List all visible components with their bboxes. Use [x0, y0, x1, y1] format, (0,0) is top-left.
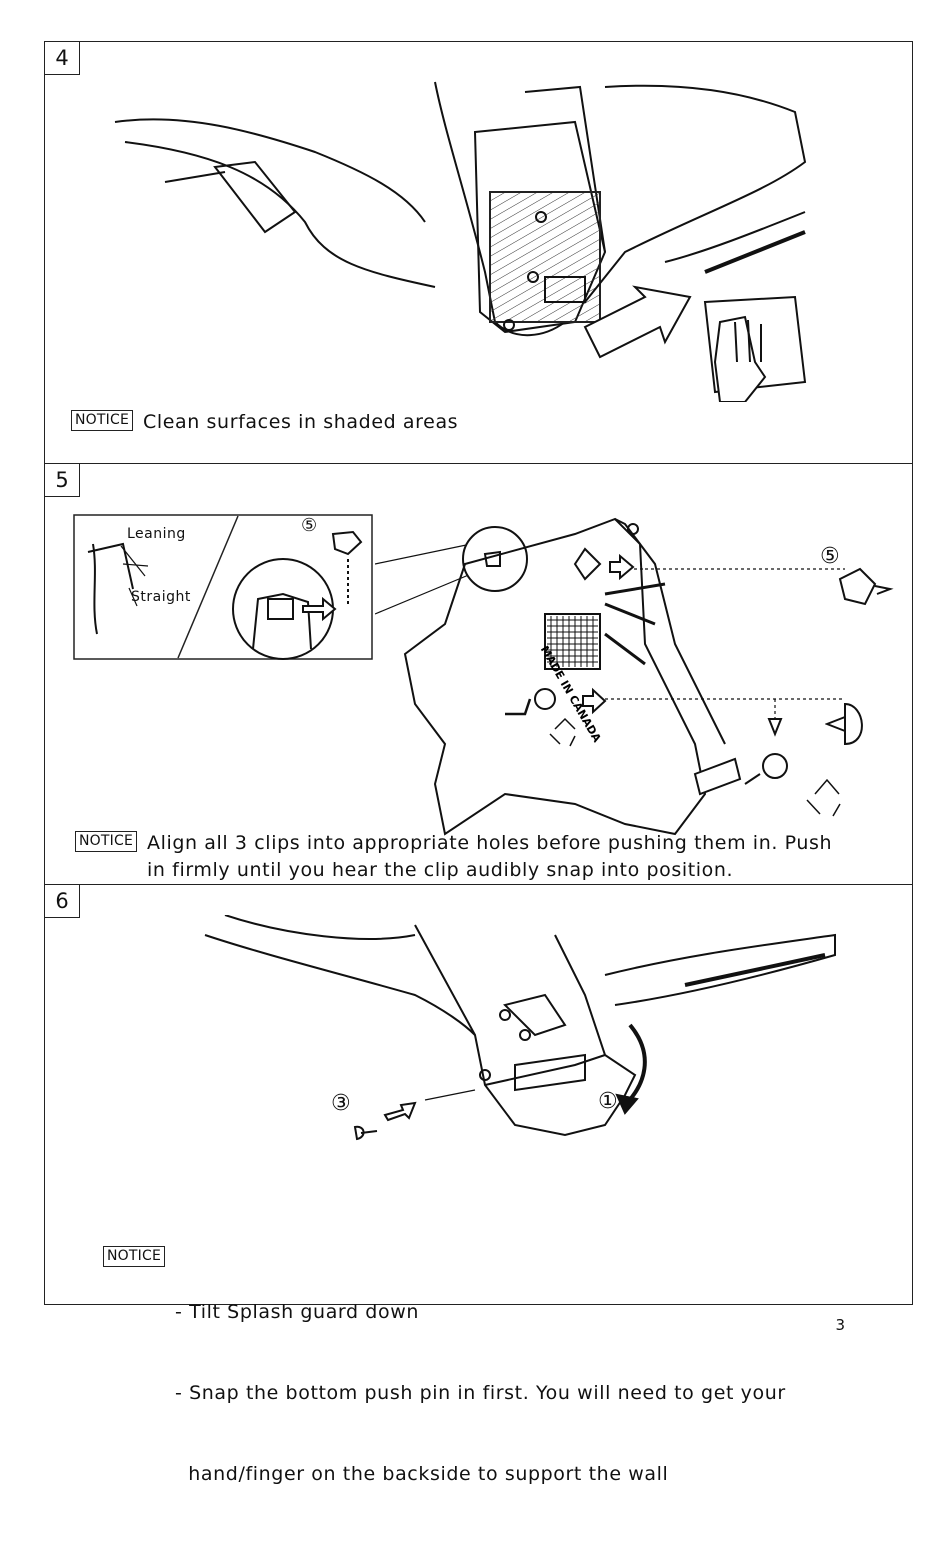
step-6-panel: 6 ③ ① NOTICE: [45, 885, 912, 1485]
notice-line: - Snap the bottom push pin in first. You…: [175, 1382, 786, 1404]
notice-line: hand/finger on the backside to support t…: [175, 1463, 669, 1485]
inset-label-straight: Straight: [131, 589, 191, 605]
step-6-illustration: [204, 915, 836, 1141]
notice-line: - Tilt Splash guard down: [175, 1301, 419, 1323]
callout-inset-clip: ⑤: [301, 515, 318, 536]
step-number: 5: [45, 464, 80, 497]
page-number: 3: [835, 1316, 845, 1334]
notice: NOTICE Clean surfaces in shaded areas: [71, 409, 458, 436]
callout-guard: ①: [598, 1089, 618, 1114]
inset-label-leaning: Leaning: [127, 526, 186, 542]
callout-pin: ③: [331, 1091, 351, 1116]
notice-line: Clean surfaces in shaded areas: [143, 411, 459, 433]
notice-line: in firmly until you hear the clip audibl…: [147, 859, 734, 881]
step-5-illustration: MADE IN CANADA: [375, 517, 845, 836]
step-4-illustration: [114, 81, 807, 402]
push-clip-icon: [838, 567, 894, 606]
push-pin-icon: [825, 702, 863, 746]
instruction-frame: 4: [44, 41, 913, 1485]
notice-label: NOTICE: [103, 1246, 165, 1267]
notice: NOTICE Align all 3 clips into appropriat…: [75, 830, 832, 884]
callout-side-clip: ⑤: [820, 544, 840, 569]
step-5-inset: [73, 514, 373, 660]
notice-line: Align all 3 clips into appropriate holes…: [147, 832, 833, 854]
step-number: 4: [45, 42, 80, 75]
step-4-panel: 4: [45, 42, 912, 464]
notice-label: NOTICE: [75, 831, 137, 852]
step-number: 6: [45, 885, 80, 918]
notice-label: NOTICE: [71, 410, 133, 431]
step-5-panel: 5 Leaning Straight ⑤: [45, 464, 912, 885]
notice: NOTICE - Tilt Splash guard down - Snap t…: [103, 1245, 786, 1542]
